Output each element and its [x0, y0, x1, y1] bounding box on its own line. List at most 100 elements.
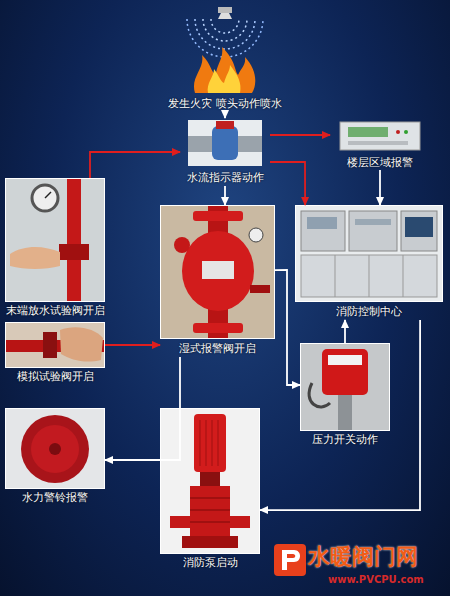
illustration-part [340, 122, 420, 150]
step-label: 消防泵启动 [183, 556, 238, 569]
illustration-part [211, 19, 239, 33]
illustration-part [274, 544, 306, 576]
illustration-part [301, 255, 437, 297]
illustration-part [5, 178, 105, 302]
illustration-part [282, 550, 300, 570]
step-label-box: 楼层区域报警 [330, 154, 430, 170]
flow-arrow [90, 152, 180, 178]
illustration-part [349, 211, 397, 251]
illustration-part [218, 7, 232, 13]
step-illustration [180, 118, 270, 168]
step-illustration [5, 178, 105, 302]
illustration-part [401, 211, 437, 251]
illustration-part [307, 217, 337, 229]
step-label: 发生火灾 喷头动作喷水 [168, 97, 281, 110]
illustration-part [45, 192, 51, 198]
illustration-part [21, 415, 89, 483]
illustration-part [194, 47, 255, 93]
illustration-part [188, 120, 262, 166]
flow-arrow [344, 320, 346, 343]
illustration-part [355, 219, 391, 225]
illustration-part [182, 536, 238, 548]
illustration-part [43, 332, 57, 358]
illustration-part [5, 408, 105, 489]
illustration-part [195, 19, 255, 49]
illustration-part [200, 420, 218, 466]
flow-step: 楼层区域报警 [330, 118, 430, 170]
illustration-part [335, 255, 403, 297]
flow-step: 模拟试验阀开启 [5, 322, 105, 384]
illustration-part [396, 130, 400, 134]
illustration-part [202, 261, 234, 279]
watermark-text: www.PVCPU.com [328, 574, 424, 585]
illustration-part [208, 65, 241, 93]
step-label: 模拟试验阀开启 [17, 370, 94, 383]
step-illustration [160, 408, 260, 554]
illustration-part [301, 211, 345, 251]
illustration-part [338, 391, 352, 430]
step-label-box: 消防泵启动 [160, 554, 260, 570]
flow-step: 压力开关动作 [300, 343, 390, 447]
step-label-box: 模拟试验阀开启 [5, 368, 105, 384]
flow-step: 消防泵启动 [160, 408, 260, 570]
illustration-part [49, 443, 61, 455]
illustration-part [249, 228, 263, 242]
illustration-part [160, 205, 275, 339]
step-label-box: 发生火灾 喷头动作喷水 [150, 95, 300, 112]
illustration-part [404, 130, 408, 134]
illustration-part [203, 19, 247, 41]
flow-step: 发生火灾 喷头动作喷水 [150, 5, 300, 112]
illustration-part [212, 126, 238, 160]
illustration-part [230, 516, 250, 528]
illustration-part [328, 355, 362, 365]
illustration-part [59, 244, 89, 260]
step-label: 楼层区域报警 [347, 156, 413, 169]
illustration-part [309, 383, 330, 407]
step-illustration [5, 322, 105, 368]
step-label-box: 水流指示器动作 [180, 168, 270, 186]
step-label-box: 压力开关动作 [300, 431, 390, 447]
illustration-part [60, 327, 103, 361]
illustration-part [193, 211, 243, 221]
flow-step: 水力警铃报警 [5, 408, 105, 505]
illustration-part [193, 323, 243, 333]
step-label-box: 水力警铃报警 [5, 489, 105, 505]
step-label: 水力警铃报警 [22, 491, 88, 504]
illustration-part [31, 425, 79, 473]
illustration-part [405, 217, 433, 237]
illustration-part [295, 205, 443, 302]
illustration-part [348, 141, 408, 145]
illustration-part [190, 498, 230, 522]
flow-arrow [105, 344, 160, 346]
flow-arrow [224, 186, 226, 205]
illustration-part [218, 13, 232, 19]
step-label-box: 消防控制中心 [295, 302, 443, 320]
step-label: 消防控制中心 [336, 305, 402, 318]
illustration-part [170, 516, 190, 528]
illustration-part [190, 486, 230, 536]
illustration-part [322, 349, 368, 395]
step-label: 压力开关动作 [312, 433, 378, 446]
flow-arrow [270, 134, 330, 136]
flow-arrow [224, 112, 226, 118]
flow-arrow [260, 320, 420, 510]
flow-step: 湿式报警阀开启 [160, 205, 275, 357]
step-illustration [300, 343, 390, 431]
step-label: 水流指示器动作 [187, 171, 264, 184]
illustration-part [300, 343, 390, 431]
illustration-part [160, 408, 260, 554]
watermark-logo [272, 542, 308, 578]
step-illustration [150, 5, 300, 95]
illustration-part [348, 127, 388, 137]
illustration-part [216, 121, 234, 129]
step-label: 末端放水试验阀开启 [6, 304, 105, 317]
illustration-part [182, 231, 254, 311]
step-illustration [160, 205, 275, 339]
illustration-part [5, 322, 105, 368]
step-illustration [330, 118, 430, 154]
flow-step: 末端放水试验阀开启 [5, 178, 105, 318]
illustration-part [67, 179, 81, 301]
step-label-box: 湿式报警阀开启 [160, 339, 275, 357]
